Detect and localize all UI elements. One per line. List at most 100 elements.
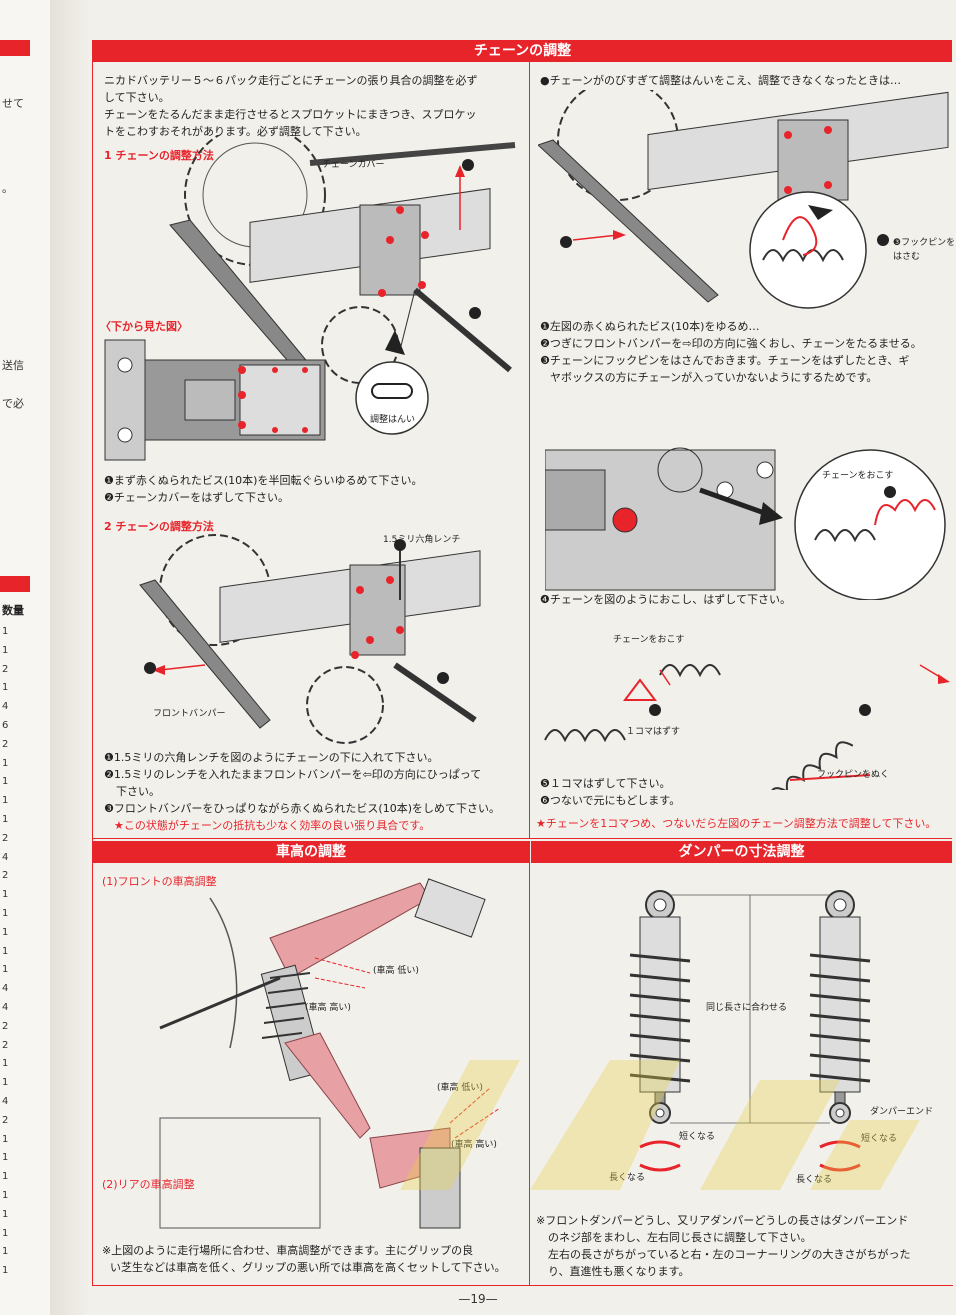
step-text: ❻つないで元にもどします。	[540, 794, 681, 807]
page-frame	[92, 40, 953, 1286]
qty-item: 2	[2, 1114, 9, 1126]
step-text: 下さい。	[116, 785, 160, 798]
chain-intro: ニカドバッテリー５～６パック走行ごとにチェーンの張り具合の調整を必ず して下さい…	[104, 72, 524, 140]
qty-item: 1	[2, 682, 9, 694]
page-gutter	[50, 0, 90, 1315]
qty-item: 1	[2, 945, 9, 957]
qty-item: 2	[2, 1020, 9, 1032]
hook-pin-label-2: はさむ	[893, 252, 921, 262]
chain-right-lead: ●チェーンがのびすぎて調整はんいをこえ、調整できなくなったときは…	[540, 74, 902, 87]
chain-section-title: チェーンの調整	[93, 40, 952, 62]
step-text: ❸フロントバンパーをひっぱりながら赤くぬられたビス(10本)をしめて下さい。	[104, 802, 500, 815]
page-number: —19—	[458, 1292, 498, 1306]
step-text: ❷1.5ミリのレンチを入れたままフロントバンパーを⇦印の方向にひっぱって	[104, 768, 482, 781]
note-line: い芝生などは車高を低く、グリップの悪い所では車高を高くセットして下さい。	[110, 1261, 506, 1274]
qty-item: 1	[2, 1133, 9, 1145]
note-line: ※フロントダンパーどうし、又リアダンパーどうしの長さはダンパーエンド	[536, 1214, 909, 1227]
chain-link-illustration	[544, 664, 950, 790]
column-divider	[529, 62, 530, 838]
height-low-label-rear: (車高 低い)	[437, 1080, 483, 1093]
bottom-view-illustration	[104, 339, 326, 461]
wrench-label: 1.5ミリ六角レンチ	[383, 535, 461, 545]
qty-item: 2	[2, 663, 9, 675]
qty-item: 1	[2, 1227, 9, 1239]
chassis-wrench-illustration	[139, 534, 481, 744]
intro-line: ニカドバッテリー５～６パック走行ごとにチェーンの張り具合の調整を必ず	[104, 74, 478, 87]
watermark-logo	[400, 1060, 920, 1190]
intro-line: チェーンをたるんだまま走行させるとスプロケットにまきつき、スプロケッ	[104, 108, 477, 121]
step-text: ❺１コマはずして下さい。	[540, 777, 671, 790]
qty-item: 1	[2, 626, 9, 637]
column-divider	[529, 841, 530, 1285]
height-note: ※上図のように走行場所に合わせ、車高調整ができます。主にグリップの良 い芝生など…	[102, 1242, 526, 1276]
height-high-label-rear: (車高 高い)	[451, 1137, 497, 1150]
adjust-range-label: 調整はんい	[370, 415, 416, 425]
longer-label-left: 長くなる	[609, 1173, 646, 1183]
front-height-heading: (1)フロントの車高調整	[102, 875, 217, 888]
step-text: ❷チェーンカバーをはずして下さい。	[104, 491, 289, 504]
qty-item: 1	[2, 908, 9, 919]
step-text: ❸チェーンにフックピンをはさんでおきます。チェーンをはずしたとき、ギ	[540, 354, 910, 367]
height-high-label: (車高 高い)	[305, 1003, 351, 1013]
qty-item: 2	[2, 1039, 9, 1051]
qty-item: 4	[2, 1096, 9, 1107]
qty-header: 数量	[2, 604, 24, 617]
damper-end-label: ダンパーエンド	[870, 1107, 934, 1117]
step-text: ヤボックスの方にチェーンが入っていかないようにするためです。	[550, 371, 878, 384]
qty-item: 4	[2, 701, 9, 713]
same-length-label: 同じ長さに合わせる	[706, 1003, 788, 1013]
qty-item: 1	[2, 1190, 9, 1201]
damper-note: ※フロントダンパーどうし、又リアダンパーどうしの長さはダンパーエンド のネジ部を…	[536, 1212, 952, 1280]
step-text: ❶1.5ミリの六角レンチを図のようにチェーンの下に入れて下さい。	[104, 751, 439, 764]
section-divider	[93, 838, 952, 839]
qty-item: 1	[2, 889, 9, 901]
chain-cover-label: チェーンカバー	[322, 160, 385, 170]
left-fragment: 。	[2, 182, 13, 195]
method2-heading: 2 チェーンの調整方法	[104, 520, 214, 533]
hook-pin-label: ❸フックピンを	[893, 238, 956, 248]
left-fragment: で必	[2, 397, 24, 410]
qty-item: 1	[2, 926, 9, 938]
step-text: ❶まず赤くぬられたビス(10本)を半回転ぐらいゆるめて下さい。	[104, 474, 423, 487]
one-link-label: １コマはずす	[626, 727, 681, 737]
step4-text: ❹チェーンを図のようにおこし、はずして下さい。	[540, 593, 791, 606]
method2-note: ★この状態がチェーンの抵抗も少なく効率の良い張り具合です。	[114, 819, 431, 832]
qty-item: 1	[2, 1058, 9, 1070]
note-line: 左右の長さがちがっていると右・左のコーナーリングの大きさがちがった	[548, 1248, 911, 1261]
chain-raise-illustration	[545, 447, 946, 600]
method2-steps: ❶1.5ミリの六角レンチを図のようにチェーンの下に入れて下さい。 ❷1.5ミリの…	[104, 749, 528, 834]
rear-height-heading: (2)リアの車高調整	[102, 1178, 195, 1191]
qty-item: 1	[2, 814, 9, 825]
pull-pin-label: フックピンをぬく	[817, 770, 890, 780]
qty-item: 1	[2, 757, 9, 769]
qty-item: 1	[2, 1208, 9, 1220]
qty-item: 2	[2, 870, 9, 882]
step-text: ❶左図の赤くぬられたビス(10本)をゆるめ…	[540, 320, 760, 333]
qty-item: 1	[2, 776, 9, 788]
qty-item: 6	[2, 720, 9, 731]
longer-label-right: 長くなる	[796, 1175, 833, 1185]
height-section-title: 車高の調整	[93, 841, 529, 863]
right-steps: ❶左図の赤くぬられたビス(10本)をゆるめ… ❷つぎにフロントバンパーを⇨印の方…	[540, 318, 952, 386]
shorter-label-right: 短くなる	[861, 1131, 897, 1144]
qty-item: 2	[2, 832, 9, 844]
left-fragment: 送信	[2, 359, 24, 372]
note-line: り、直進性も悪くなります。	[548, 1265, 690, 1278]
qty-item: 2	[2, 738, 9, 750]
qty-item: 1	[2, 1265, 9, 1277]
qty-item: 1	[2, 1077, 9, 1089]
chassis-cover-illustration	[169, 135, 516, 384]
qty-item: 4	[2, 1002, 9, 1013]
left-page-header-bar	[0, 576, 30, 592]
damper-illustration	[629, 890, 871, 1172]
right-steps-2: ❺１コマはずして下さい。 ❻つないで元にもどします。	[540, 775, 840, 809]
qty-item: 1	[2, 964, 9, 976]
intro-line: トをこわすおそれがあります。必ず調整して下さい。	[104, 125, 367, 138]
damper-section-title: ダンパーの寸法調整	[531, 841, 952, 863]
note-line: のネジ部をまわし、左右同じ長さに調整して下さい。	[548, 1231, 812, 1244]
right-note: ★チェーンを1コマつめ、つないだら左図のチェーン調整方法で調整して下さい。	[536, 817, 937, 830]
shorter-label-left: 短くなる	[679, 1132, 716, 1142]
method1-steps: ❶まず赤くぬられたビス(10本)を半回転ぐらいゆるめて下さい。 ❷チェーンカバー…	[104, 472, 524, 506]
step-text: ❷つぎにフロントバンパーを⇨印の方向に強くおし、チェーンをたるませる。	[540, 337, 922, 350]
